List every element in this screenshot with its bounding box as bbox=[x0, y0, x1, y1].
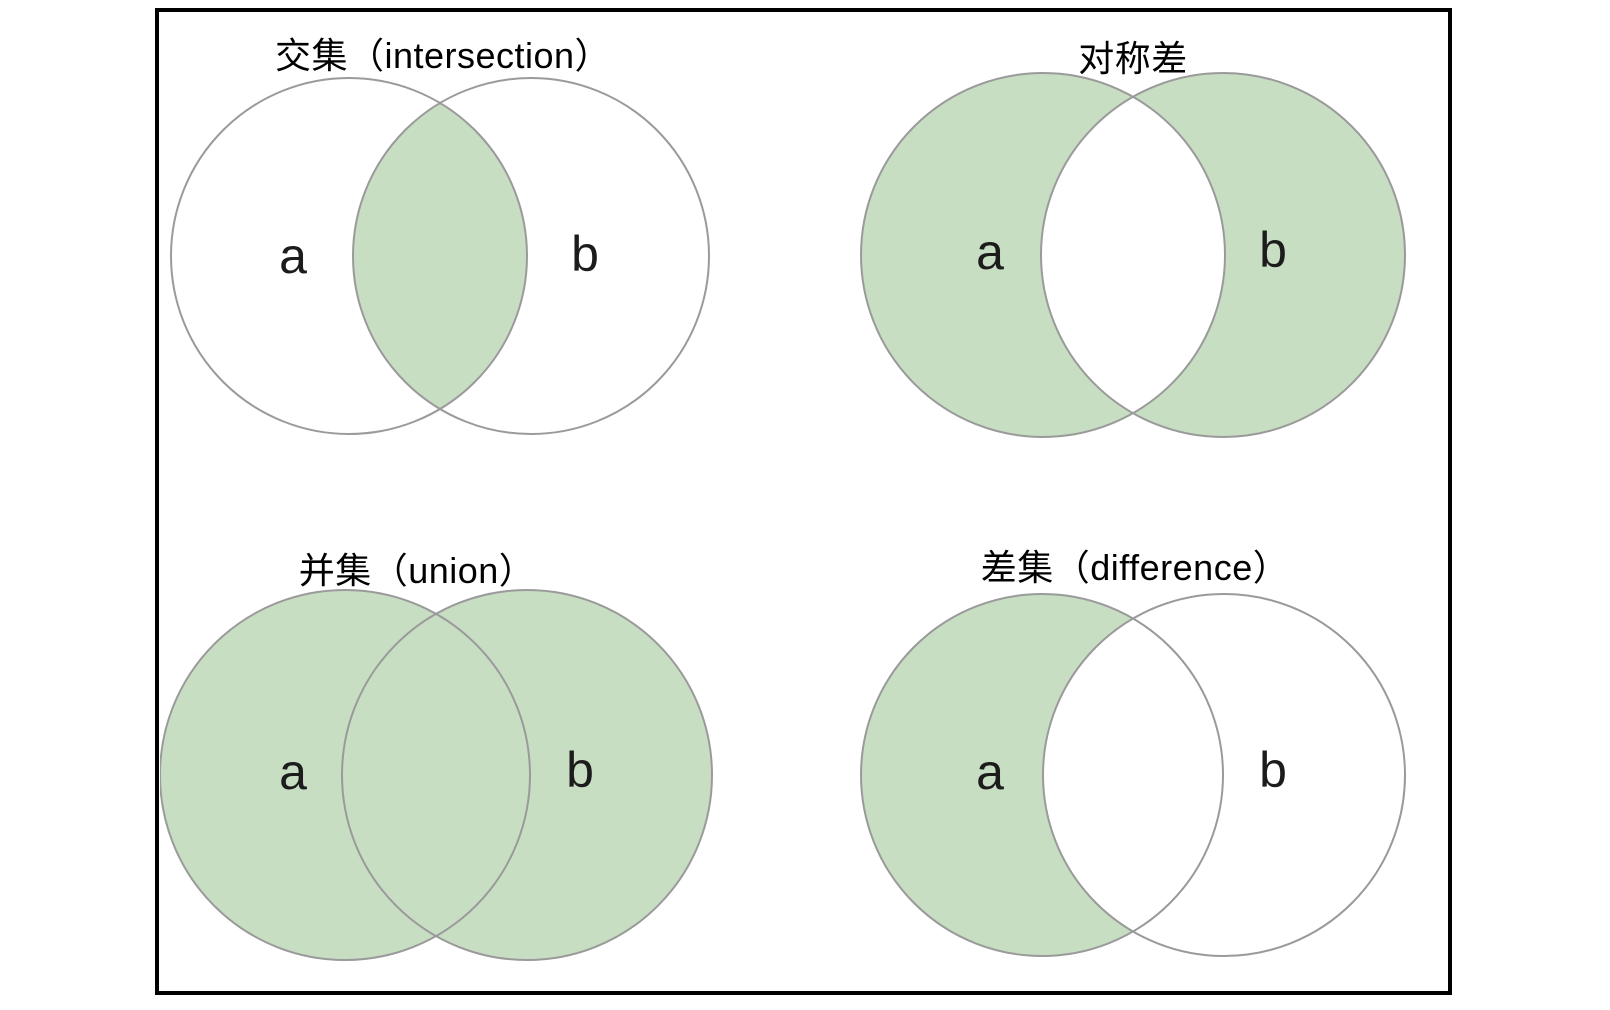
set-b-label: b bbox=[1259, 222, 1287, 278]
set-a-label: a bbox=[976, 224, 1004, 280]
unshaded-overlap-region bbox=[1041, 73, 1225, 437]
figure-frame: 交集（intersection） a b 对称差 a b bbox=[155, 8, 1452, 995]
circle-a-outline bbox=[860, 72, 1226, 438]
venn-diagram-difference: a b bbox=[860, 593, 1406, 957]
set-a-label: a bbox=[976, 744, 1004, 800]
venn-diagram-symmetric-difference: a b bbox=[860, 72, 1406, 438]
venn-diagram-intersection: a b bbox=[170, 77, 710, 435]
circle-b-outline bbox=[352, 77, 710, 435]
diagram-title-union: 并集（union） bbox=[298, 550, 536, 591]
set-a-label: a bbox=[279, 744, 307, 800]
circle-b-outline bbox=[1042, 593, 1406, 957]
set-b-label: b bbox=[566, 742, 594, 798]
diagram-title-difference: 差集（difference） bbox=[980, 547, 1290, 588]
shaded-region-intersection bbox=[353, 78, 527, 434]
circle-a-outline bbox=[170, 77, 528, 435]
diagram-title-symmetric-difference: 对称差 bbox=[1078, 38, 1188, 79]
set-a-label: a bbox=[279, 228, 307, 284]
circle-a-outline bbox=[860, 593, 1224, 957]
circle-b bbox=[342, 590, 712, 960]
venn-diagram-union: a b bbox=[160, 589, 713, 961]
circle-b-outline bbox=[341, 589, 713, 961]
set-b-label: b bbox=[1259, 742, 1287, 798]
circle-b-outline bbox=[1040, 72, 1406, 438]
set-b-label: b bbox=[571, 226, 599, 282]
diagram-title-intersection: 交集（intersection） bbox=[274, 35, 612, 76]
circle-a-outline bbox=[160, 589, 531, 961]
